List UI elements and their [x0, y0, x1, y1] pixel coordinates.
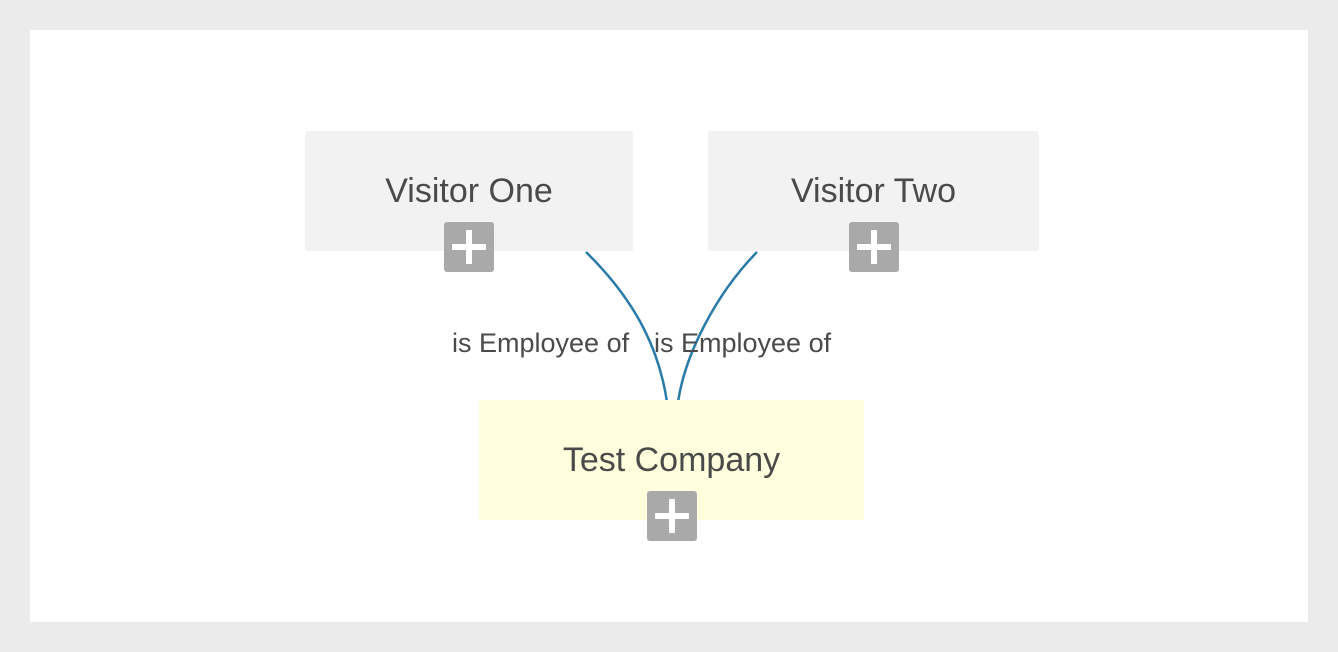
expand-button[interactable] — [849, 222, 899, 272]
edges-layer — [585, 251, 758, 403]
node-test-company[interactable]: Test Company — [479, 400, 864, 541]
node-label: Visitor One — [385, 172, 553, 210]
plus-icon — [452, 230, 486, 264]
edge-visitor-two-to-test-company — [676, 251, 758, 403]
expand-button[interactable] — [444, 222, 494, 272]
expand-button[interactable] — [647, 491, 697, 541]
node-visitor-two[interactable]: Visitor Two — [708, 131, 1039, 272]
edge-label-visitor-two: is Employee of — [654, 328, 832, 358]
diagram-canvas: Visitor One Visitor Two is Employee of i… — [30, 30, 1308, 622]
node-label: Test Company — [562, 441, 781, 479]
edge-label-visitor-one: is Employee of — [452, 328, 630, 358]
plus-icon — [857, 230, 891, 264]
plus-icon — [655, 499, 689, 533]
edge-visitor-one-to-test-company — [585, 251, 669, 403]
node-visitor-one[interactable]: Visitor One — [305, 131, 633, 272]
node-label: Visitor Two — [790, 172, 957, 210]
